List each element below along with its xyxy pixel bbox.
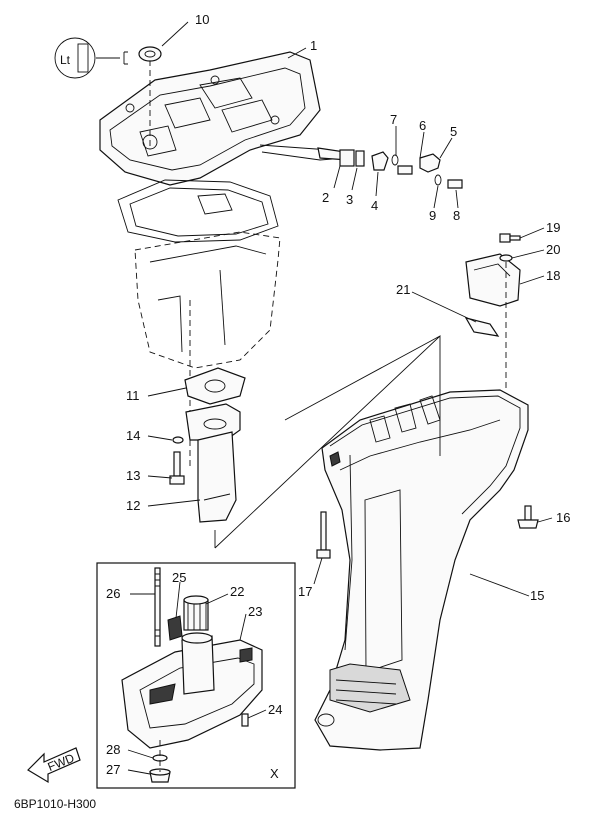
callout-14: 14 bbox=[126, 428, 140, 443]
callout-5: 5 bbox=[450, 124, 457, 139]
callout-20: 20 bbox=[546, 242, 560, 257]
bolt-part-13 bbox=[169, 451, 185, 485]
callout-6: 6 bbox=[419, 118, 426, 133]
callout-4: 4 bbox=[371, 198, 378, 213]
callout-10: 10 bbox=[195, 12, 209, 27]
exhaust-gasket-and-tube bbox=[184, 367, 246, 523]
pin-part-24 bbox=[241, 713, 249, 727]
casing-gasket bbox=[117, 179, 279, 243]
leader-lines bbox=[127, 21, 553, 775]
callout-1: 1 bbox=[310, 38, 317, 53]
linkage-parts bbox=[317, 147, 463, 189]
water-pump-housing bbox=[121, 632, 263, 749]
callout-9: 9 bbox=[429, 208, 436, 223]
callout-17: 17 bbox=[298, 584, 312, 599]
washer-part-14 bbox=[172, 436, 184, 444]
callout-28: 28 bbox=[106, 742, 120, 757]
callout-13: 13 bbox=[126, 468, 140, 483]
callout-18: 18 bbox=[546, 268, 560, 283]
diagram-code: 6BP1010-H300 bbox=[14, 797, 96, 811]
washer-part-10 bbox=[138, 46, 162, 62]
inset-label: X bbox=[270, 766, 279, 781]
callout-19: 19 bbox=[546, 220, 560, 235]
lower-casing bbox=[314, 389, 529, 751]
callout-11: 11 bbox=[126, 388, 140, 403]
bolt-part-17 bbox=[316, 511, 331, 559]
callout-27: 27 bbox=[106, 762, 120, 777]
fwd-label: FWD bbox=[46, 751, 77, 774]
clip-part-21 bbox=[464, 317, 500, 337]
callout-12: 12 bbox=[126, 498, 140, 513]
impeller-part-22 bbox=[183, 595, 209, 631]
bolt-part-19 bbox=[499, 233, 521, 243]
callout-25: 25 bbox=[172, 570, 186, 585]
callout-3: 3 bbox=[346, 192, 353, 207]
oil-pan-ghost bbox=[134, 231, 281, 369]
stud-part-26 bbox=[154, 567, 161, 647]
bolt-part-16 bbox=[517, 505, 539, 529]
callout-26: 26 bbox=[106, 586, 120, 601]
sealant-symbol: Lt bbox=[54, 37, 128, 79]
callout-15: 15 bbox=[530, 588, 544, 603]
callout-24: 24 bbox=[268, 702, 282, 717]
callout-16: 16 bbox=[556, 510, 570, 525]
callout-23: 23 bbox=[248, 604, 262, 619]
callout-2: 2 bbox=[322, 190, 329, 205]
key-part-25 bbox=[167, 615, 183, 641]
callout-7: 7 bbox=[390, 112, 397, 127]
callout-22: 22 bbox=[230, 584, 244, 599]
fwd-arrow-icon: FWD bbox=[27, 747, 81, 784]
callout-labels: 10 1 7 6 5 2 3 4 9 8 19 20 18 21 11 14 1… bbox=[106, 12, 570, 777]
bracket-part-18 bbox=[465, 253, 521, 307]
sealant-label: Lt bbox=[60, 53, 71, 67]
inset-box bbox=[96, 562, 296, 789]
callout-8: 8 bbox=[453, 208, 460, 223]
upper-casing-assembly bbox=[99, 51, 347, 186]
washer-part-20 bbox=[499, 254, 513, 262]
callout-21: 21 bbox=[396, 282, 410, 297]
